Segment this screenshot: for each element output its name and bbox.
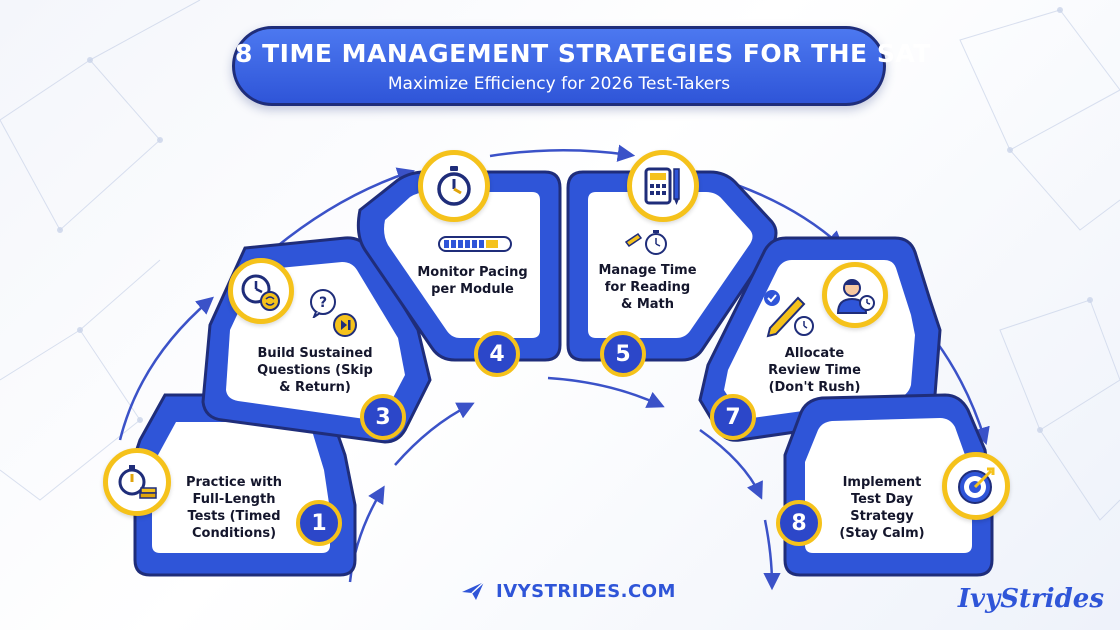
clock-brain-icon [241, 274, 280, 311]
stopwatch-books-icon [118, 465, 157, 499]
outer-arrow-1 [118, 296, 214, 441]
pacing-progress-bar [438, 236, 512, 252]
target-icon [958, 467, 995, 504]
svg-text:?: ? [319, 295, 327, 311]
brand-logo: IvyStrides [957, 584, 1104, 614]
step-5-icon-circle [627, 150, 699, 222]
step-7-icon-circle [822, 262, 888, 328]
stopwatch-icon [437, 166, 471, 206]
checklist-pencil-icon [764, 290, 814, 338]
inner-arrow-2 [394, 402, 475, 466]
step-1-icon-circle [103, 448, 171, 516]
inner-arrow-4 [699, 428, 763, 500]
step-5-number-badge: 5 [600, 331, 646, 377]
step-7-number-badge: 7 [710, 394, 756, 440]
step-card-4 [356, 170, 562, 362]
step-card-5 [566, 170, 778, 362]
inner-arrow-5 [763, 519, 781, 591]
pencil-stopwatch-icon [624, 230, 667, 255]
step-3-number-badge: 3 [360, 394, 406, 440]
step-8-number-badge: 8 [776, 500, 822, 546]
footer-website: IVYSTRIDES.COM [460, 577, 676, 605]
title-banner: 8 TIME MANAGEMENT STRATEGIES FOR THE SAT… [232, 26, 931, 106]
skip-forward-icon [333, 313, 357, 337]
step-4-number-badge: 4 [474, 331, 520, 377]
page-title: 8 TIME MANAGEMENT STRATEGIES FOR THE SAT [235, 39, 931, 68]
step-card-8 [783, 393, 994, 577]
outer-arrow-3 [489, 144, 636, 162]
website-url: IVYSTRIDES.COM [496, 580, 676, 602]
calculator-pencil-icon [644, 167, 680, 205]
question-bubble-icon: ? [310, 289, 336, 318]
student-clock-icon [836, 279, 875, 314]
outer-arrow-2 [274, 167, 415, 249]
page-subtitle: Maximize Efficiency for 2026 Test-Takers [387, 74, 731, 94]
airplane-icon [462, 581, 485, 600]
inner-arrow-3 [547, 376, 665, 408]
step-3-icon-circle [228, 258, 294, 324]
step-8-icon-circle [942, 452, 1010, 520]
step-4-icon-circle [418, 150, 490, 222]
step-1-number-badge: 1 [296, 500, 342, 546]
